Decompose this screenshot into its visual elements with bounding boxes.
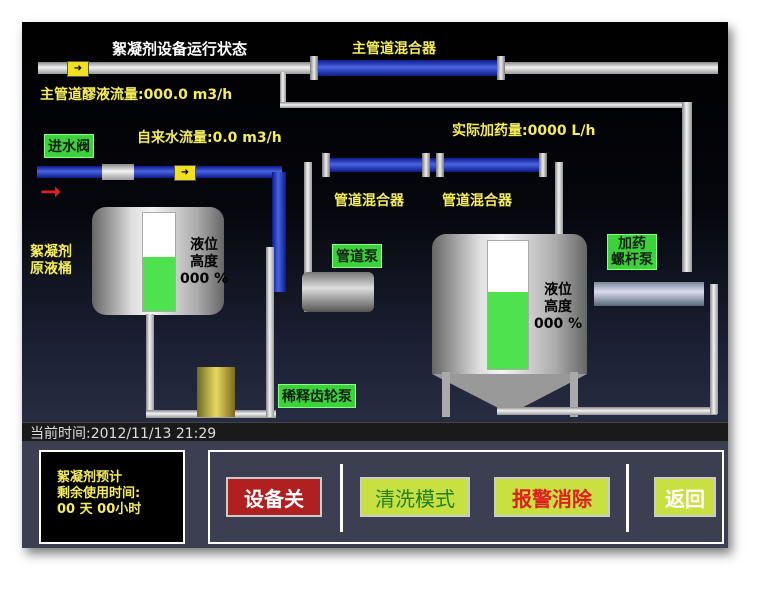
pipe	[146, 314, 154, 416]
water-meter-icon: ➜	[174, 165, 196, 181]
mixer1-label: 管道混合器	[334, 193, 404, 209]
hmi-screen: ➜ 絮凝剂设备运行状态 主管道混合器 主管道醪液流量:000.0 m3/h 实际…	[22, 22, 728, 548]
flange	[322, 153, 330, 177]
pipe	[710, 284, 718, 414]
flange	[539, 153, 547, 177]
page-title: 絮凝剂设备运行状态	[112, 40, 248, 58]
water-flow-readout: 自来水流量:0.0 m3/h	[137, 130, 282, 146]
pipe	[304, 162, 312, 312]
flange	[497, 56, 505, 80]
tank1-level-bar	[142, 212, 176, 312]
mixer2-label: 管道混合器	[442, 193, 512, 209]
alarm-clear-button[interactable]: 报警消除	[494, 477, 610, 517]
button-group	[208, 450, 724, 544]
back-button[interactable]: 返回	[654, 477, 716, 517]
remaining-time-box: 絮凝剂预计剩余使用时间:00 天 00小时	[39, 450, 185, 544]
pipe	[280, 102, 690, 108]
flow-arrow-icon: ➞	[40, 177, 62, 207]
pipe	[280, 72, 286, 108]
tank-leg	[570, 372, 578, 417]
divider	[340, 464, 343, 532]
pipe	[272, 172, 286, 292]
main-mixer-label: 主管道混合器	[352, 41, 436, 57]
stock-tank-label: 絮凝剂原液桶	[30, 244, 72, 277]
flange	[422, 153, 430, 177]
flange	[436, 153, 444, 177]
pipe-mixers	[322, 158, 547, 172]
inlet-valve[interactable]	[102, 164, 134, 180]
device-off-button[interactable]: 设备关	[226, 477, 322, 517]
screw-pump[interactable]	[594, 282, 704, 306]
current-time: 当前时间:2012/11/13 21:29	[30, 426, 217, 442]
pipe-pump[interactable]	[302, 272, 374, 312]
flow-meter-icon: ➜	[67, 61, 89, 77]
status-bar	[22, 422, 728, 441]
dosing-readout: 实际加药量:0000 L/h	[452, 123, 596, 139]
pipe	[555, 162, 563, 252]
pipe	[497, 407, 717, 415]
main-flow-readout: 主管道醪液流量:000.0 m3/h	[40, 87, 233, 103]
pipe	[682, 102, 692, 272]
gear-pump-label: 稀释齿轮泵	[278, 384, 356, 408]
tank-leg	[442, 372, 450, 417]
gear-pump[interactable]	[197, 367, 235, 417]
pipe	[266, 247, 274, 417]
pipe-pump-label: 管道泵	[332, 244, 382, 268]
screw-pump-label: 加药螺杆泵	[607, 234, 657, 270]
main-mixer	[317, 60, 497, 76]
flange	[310, 56, 318, 80]
tank2-level-bar	[487, 240, 529, 370]
clean-mode-button[interactable]: 清洗模式	[360, 477, 470, 517]
divider	[626, 464, 629, 532]
water-pipe	[37, 166, 282, 178]
inlet-valve-label[interactable]: 进水阀	[44, 134, 94, 158]
